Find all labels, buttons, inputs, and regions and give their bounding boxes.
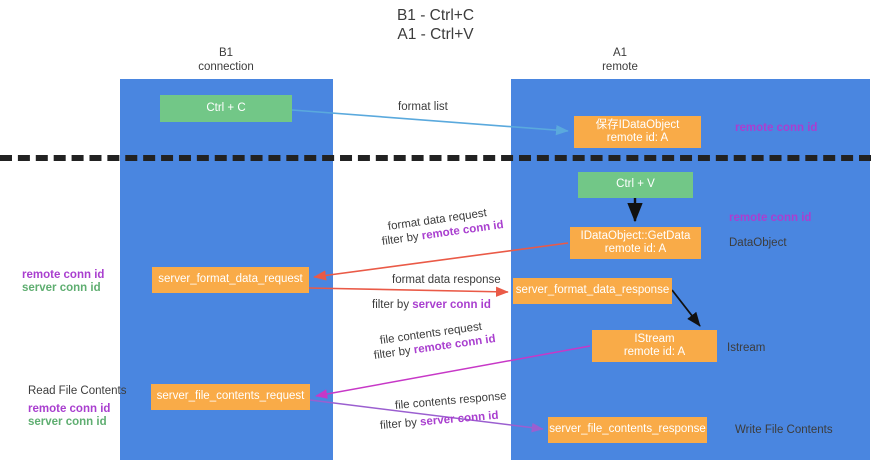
lane-header-a1: A1 remote [602, 47, 638, 73]
label-write-file-contents: Write File Contents [735, 424, 833, 436]
filter-value: server conn id [419, 409, 499, 429]
page-title: B1 - Ctrl+C A1 - Ctrl+V [396, 7, 475, 43]
label-dataobject: DataObject [729, 237, 787, 249]
node-istream[interactable]: IStream remote id: A [592, 330, 717, 362]
node-server-file-contents-response[interactable]: server_file_contents_response [548, 417, 707, 443]
label-read-file-contents: Read File Contents [28, 385, 127, 397]
node-idataobject-getdata[interactable]: IDataObject::GetData remote id: A [570, 227, 701, 259]
filter-prefix: filter by [372, 299, 413, 311]
label-filter-by-server-conn-id-1: filter by server conn id [372, 298, 491, 312]
label-remote-conn-id-mid: remote conn id [729, 212, 812, 224]
label-left-remote-conn-id: remote conn id [22, 269, 105, 281]
filter-prefix: filter by [373, 344, 415, 362]
filter-prefix: filter by [379, 416, 421, 432]
label-left-server-conn-id: server conn id [22, 282, 101, 294]
label-remote-conn-id-top: remote conn id [735, 122, 818, 134]
node-idataobject[interactable]: 保存IDataObject remote id: A [574, 116, 701, 148]
label-left2-server-conn-id: server conn id [28, 416, 107, 428]
filter-prefix: filter by [381, 230, 423, 248]
node-server-format-data-response[interactable]: server_format_data_response [513, 278, 672, 304]
node-server-file-contents-request[interactable]: server_file_contents_request [151, 384, 310, 410]
node-ctrl-v[interactable]: Ctrl + V [578, 172, 693, 198]
node-server-format-data-request[interactable]: server_format_data_request [152, 267, 309, 293]
label-left2-remote-conn-id: remote conn id [28, 403, 111, 415]
node-ctrl-c[interactable]: Ctrl + C [160, 95, 292, 122]
label-format-data-response: format data response [392, 274, 501, 286]
label-format-list: format list [398, 101, 448, 113]
filter-value: server conn id [412, 299, 491, 311]
label-istream-side: Istream [727, 342, 766, 354]
lane-header-b1: B1 connection [198, 47, 254, 73]
section-divider [0, 155, 871, 161]
